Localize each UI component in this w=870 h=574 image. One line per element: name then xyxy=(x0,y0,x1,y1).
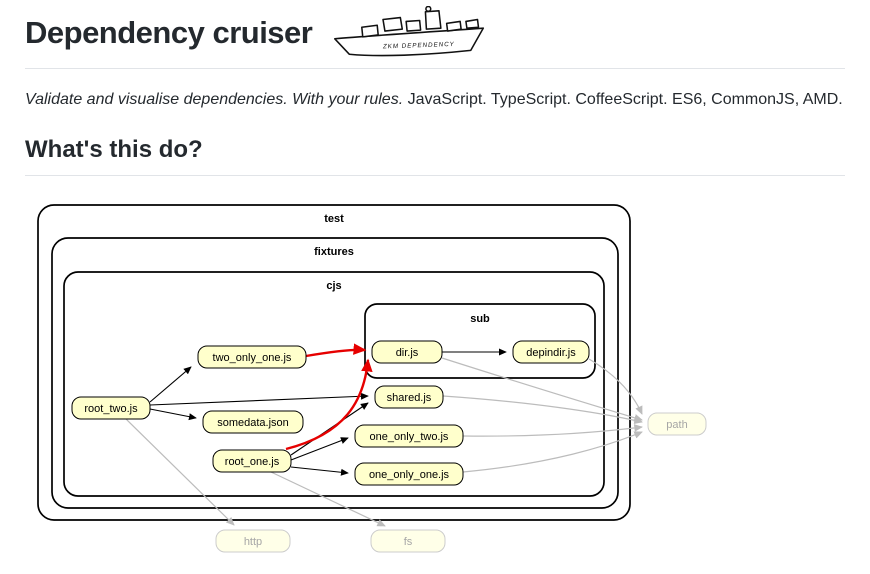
ship-cabin xyxy=(425,10,442,30)
edge-dir-path xyxy=(441,357,643,422)
section-heading: What's this do? xyxy=(25,135,845,177)
node-somedata-json-label: somedata.json xyxy=(217,417,289,429)
node-depindir-js-label: depindir.js xyxy=(526,347,576,359)
node-one-only-two-js-label: one_only_two.js xyxy=(370,431,449,443)
tagline: Validate and visualise dependencies. Wit… xyxy=(25,89,845,111)
ship-logo: ZKM DEPENDENCY xyxy=(334,6,485,57)
edge-depindir-path xyxy=(588,358,643,416)
clusters: test fixtures cjs sub xyxy=(37,204,631,522)
readme-page: Dependency cruiser ZKM DEPENDENCY Valida… xyxy=(0,6,870,564)
tagline-rest: JavaScript. TypeScript. CoffeeScript. ES… xyxy=(403,91,843,108)
node-path-box xyxy=(647,412,707,436)
cluster-test-label: test xyxy=(324,213,344,225)
node-one-only-one-js: one_only_one.js xyxy=(354,462,464,486)
node-one-only-one-js-label: one_only_one.js xyxy=(369,469,450,481)
node-root-one-js-box xyxy=(212,449,292,473)
node-root-one-js-label: root_one.js xyxy=(225,456,280,468)
node-root-two-js: root_two.js xyxy=(71,396,151,420)
node-shared-js: shared.js xyxy=(374,385,444,409)
node-fs-label: fs xyxy=(404,536,413,548)
node-two-only-one-js-box xyxy=(197,345,307,369)
cluster-cjs-label: cjs xyxy=(326,280,341,292)
edge-root-one-fs xyxy=(270,471,386,527)
page-title: Dependency cruiser xyxy=(25,15,313,51)
cluster-sub-label: sub xyxy=(470,313,490,325)
edge-one-only-one-path xyxy=(462,431,643,473)
title-divider xyxy=(25,68,845,69)
node-root-one-js: root_one.js xyxy=(212,449,292,473)
node-somedata-json-box xyxy=(202,410,304,434)
tagline-italic: Validate and visualise dependencies. Wit… xyxy=(25,91,404,108)
node-dir-js: dir.js xyxy=(371,340,443,364)
node-root-two-js-box xyxy=(71,396,151,420)
ship-container-4 xyxy=(446,20,463,32)
edge-root-two-shared xyxy=(149,393,369,406)
edge-root-two-two-only-one xyxy=(149,366,192,403)
cluster-fixtures-label: fixtures xyxy=(314,246,354,258)
edge-root-one-one-only-one xyxy=(290,466,349,477)
node-somedata-json: somedata.json xyxy=(202,410,304,434)
node-path: path xyxy=(647,412,707,436)
node-path-label: path xyxy=(666,419,687,431)
node-shared-js-box xyxy=(374,385,444,409)
ship-container-3 xyxy=(405,19,422,32)
ship-caption: ZKM DEPENDENCY xyxy=(382,41,455,51)
node-one-only-two-js: one_only_two.js xyxy=(354,424,464,448)
ship-flag xyxy=(425,6,432,13)
edge-root-one-one-only-two xyxy=(290,437,349,461)
node-two-only-one-js-label: two_only_one.js xyxy=(213,352,292,364)
node-http: http xyxy=(215,529,291,553)
edge-root-two-somedata xyxy=(149,408,197,421)
header: Dependency cruiser ZKM DEPENDENCY xyxy=(25,6,845,60)
node-shared-js-label: shared.js xyxy=(387,392,432,404)
edge-root-two-http xyxy=(125,418,235,527)
node-one-only-one-js-box xyxy=(354,462,464,486)
node-fs-box xyxy=(370,529,446,553)
node-one-only-two-js-box xyxy=(354,424,464,448)
ship-drawing xyxy=(334,6,485,57)
edge-shared-path xyxy=(442,395,643,425)
edges xyxy=(125,343,643,527)
node-fs: fs xyxy=(370,529,446,553)
node-http-label: http xyxy=(244,536,262,548)
node-dir-js-label: dir.js xyxy=(396,347,419,359)
node-two-only-one-js: two_only_one.js xyxy=(197,345,307,369)
edge-two-only-one-dir-violation xyxy=(305,343,367,358)
dependency-graph: test fixtures cjs sub xyxy=(37,204,707,553)
node-depindir-js: depindir.js xyxy=(512,340,590,364)
ship-container-1 xyxy=(361,24,380,38)
edge-root-one-dir-violation xyxy=(285,358,373,451)
nodes: dir.js depindir.js two_only_one.js root_… xyxy=(71,340,707,553)
ship-container-5 xyxy=(465,18,480,29)
edge-root-one-shared xyxy=(290,402,369,456)
node-http-box xyxy=(215,529,291,553)
ship-container-2 xyxy=(382,16,404,32)
node-dir-js-box xyxy=(371,340,443,364)
node-root-two-js-label: root_two.js xyxy=(84,403,138,415)
node-depindir-js-box xyxy=(512,340,590,364)
edge-one-only-two-path xyxy=(462,424,643,438)
